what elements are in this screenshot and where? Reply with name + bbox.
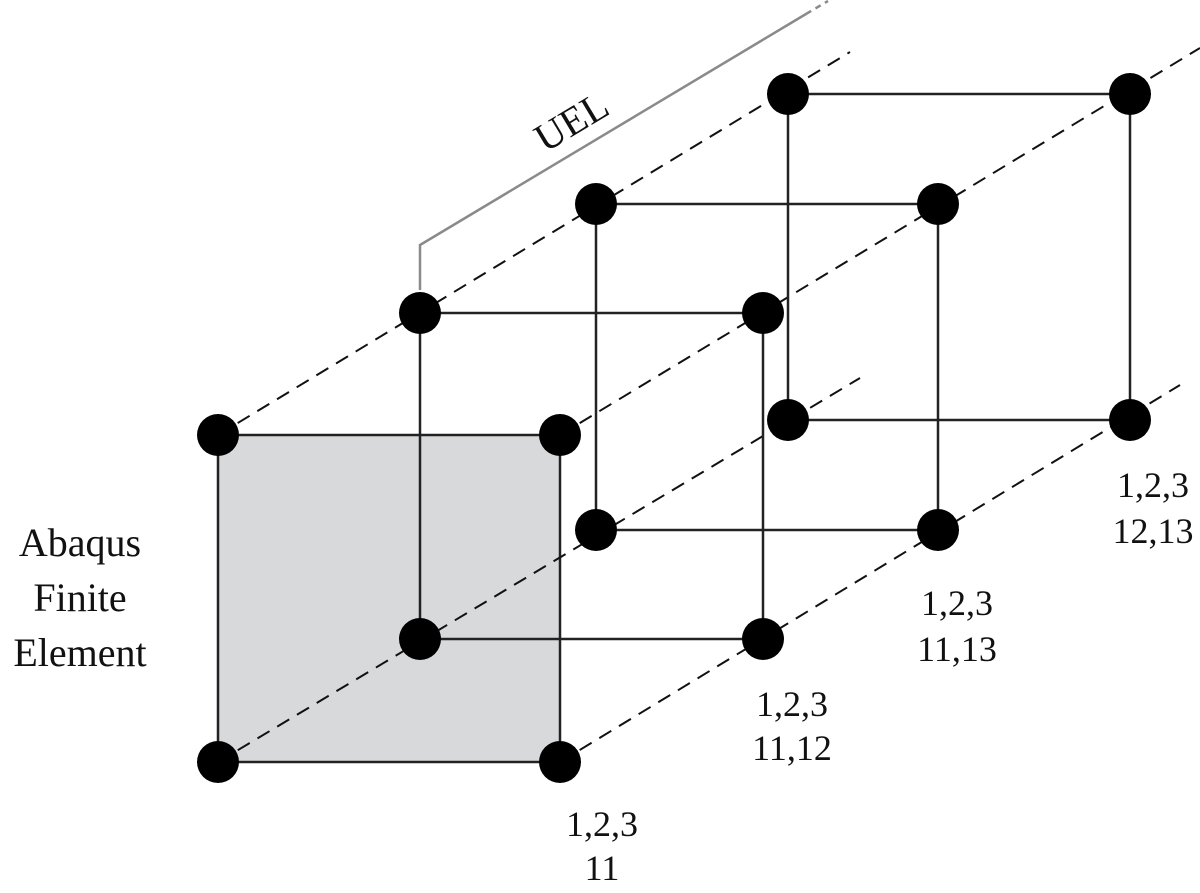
nodes xyxy=(197,73,1151,783)
dof-labels: 1,2,3 11 1,2,3 11,12 1,2,3 11,13 1,2,3 1… xyxy=(566,465,1194,888)
dashed-line-bottom-left xyxy=(217,377,861,763)
node xyxy=(399,618,441,660)
dof-label-node-1-line-2: 11 xyxy=(585,848,620,888)
node xyxy=(539,741,581,783)
element-label-line-3: Element xyxy=(13,630,146,675)
dof-label-node-2-line-2: 11,12 xyxy=(752,728,832,768)
dof-label-node-4-line-2: 12,13 xyxy=(1113,511,1194,551)
uel-frame-1 xyxy=(418,311,765,641)
uel-bracket-tail xyxy=(805,0,829,16)
uel-frames xyxy=(418,92,1132,641)
uel-frame-3 xyxy=(786,92,1132,422)
node xyxy=(197,414,239,456)
uel-label: UEL xyxy=(526,82,616,161)
dof-label-node-4-line-1: 1,2,3 xyxy=(1117,465,1189,505)
dashed-line-top-left xyxy=(217,51,851,436)
node xyxy=(742,292,784,334)
node xyxy=(399,292,441,334)
node xyxy=(917,509,959,551)
node xyxy=(197,741,239,783)
node xyxy=(539,414,581,456)
node xyxy=(1109,399,1151,441)
uel-frame-2 xyxy=(594,202,940,532)
node xyxy=(742,618,784,660)
uel-bracket-line xyxy=(418,12,807,290)
abaqus-element-label: Abaqus Finite Element xyxy=(13,520,146,675)
element-label-line-2: Finite xyxy=(33,575,126,620)
dof-label-node-3-line-1: 1,2,3 xyxy=(921,583,993,623)
dashed-line-bottom-right xyxy=(559,384,1181,763)
dof-label-node-3-line-2: 11,13 xyxy=(917,629,997,669)
dashed-line-top-right xyxy=(559,47,1200,436)
depth-dashed-lines xyxy=(217,47,1200,763)
abaqus-element-face xyxy=(216,433,562,764)
node xyxy=(767,399,809,441)
node xyxy=(767,73,809,115)
node xyxy=(575,183,617,225)
element-label-line-1: Abaqus xyxy=(19,520,141,565)
dof-label-node-1-line-1: 1,2,3 xyxy=(566,804,638,844)
dof-label-node-2-line-1: 1,2,3 xyxy=(756,684,828,724)
node xyxy=(575,509,617,551)
node xyxy=(1109,73,1151,115)
node xyxy=(917,183,959,225)
